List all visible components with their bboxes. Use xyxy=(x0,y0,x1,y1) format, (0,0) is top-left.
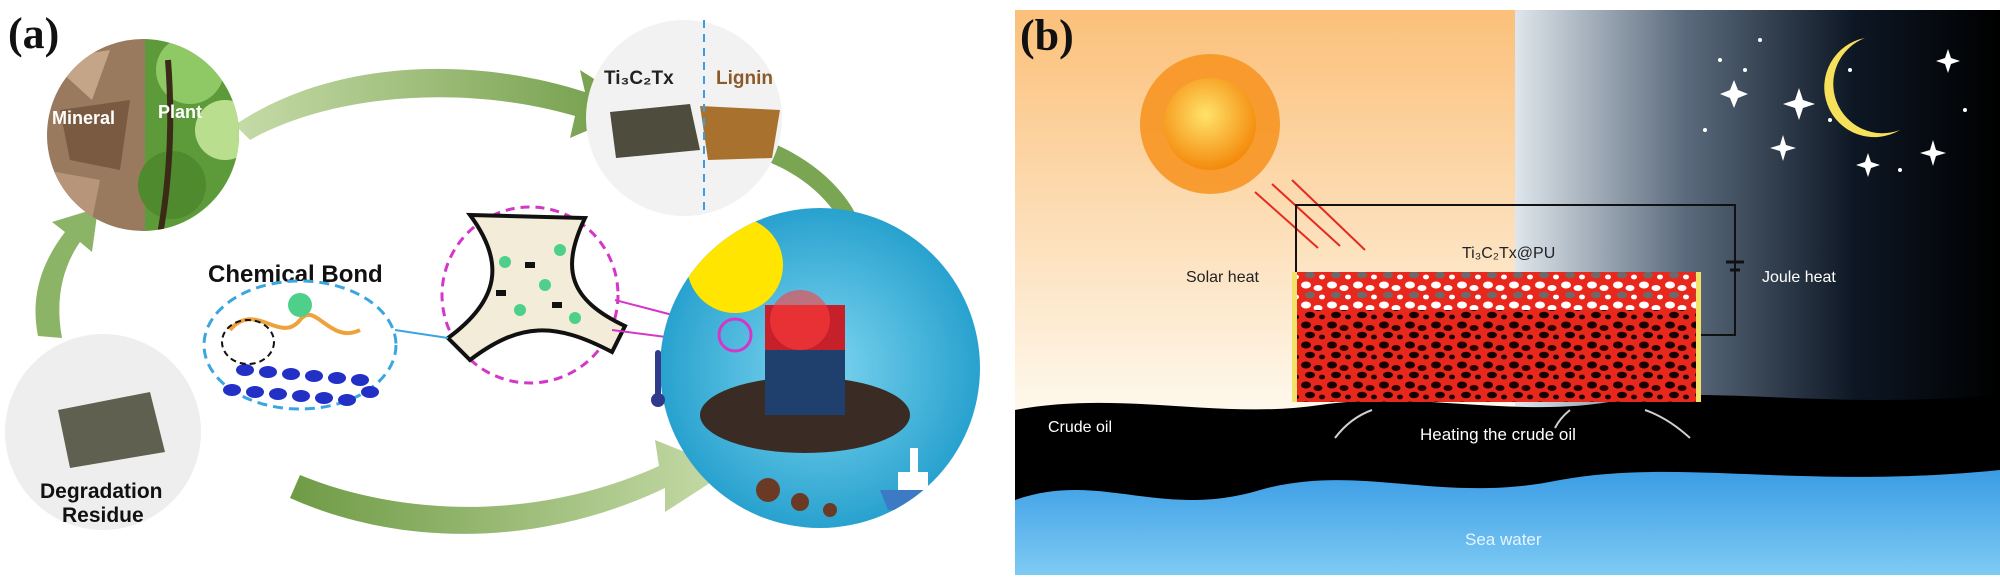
stars xyxy=(1703,38,1967,177)
panel-b-label: (b) xyxy=(1020,11,1074,60)
composite-label: Ti₃C₂Tx@PU xyxy=(1462,245,1555,262)
crude-oil-label: Crude oil xyxy=(1048,419,1112,436)
panel-b: (b) xyxy=(1015,10,2000,575)
ti3c2tx-label: Ti₃C₂Tx xyxy=(604,68,674,89)
solar-rays xyxy=(1254,179,1366,251)
ocean-cleanup-circle xyxy=(651,208,980,528)
network-zoom xyxy=(440,205,628,385)
mxene-lattice xyxy=(223,364,379,406)
lignin-label: Lignin xyxy=(716,68,773,89)
degradation-circle: Degradation Residue xyxy=(5,334,201,530)
circuit-wire xyxy=(1295,204,1736,336)
panel-a: (a) Mineral Plant xyxy=(5,9,980,534)
arrow-bottom xyxy=(290,440,730,534)
arrow-top xyxy=(235,68,640,140)
mineral-plant-circle: Mineral Plant xyxy=(47,39,239,231)
arrow-left xyxy=(35,208,98,338)
mineral-label: Mineral xyxy=(52,108,115,128)
plant-label: Plant xyxy=(158,102,202,122)
heating-arrows xyxy=(1334,409,1691,439)
precursor-circle: Ti₃C₂Tx Lignin xyxy=(586,20,782,216)
residue-label: Residue xyxy=(62,504,144,527)
solar-heat-label: Solar heat xyxy=(1186,269,1259,286)
panel-a-label: (a) xyxy=(8,9,59,58)
heating-label: Heating the crude oil xyxy=(1420,425,1576,444)
sun-icon xyxy=(1140,54,1280,194)
sea-water xyxy=(1015,470,2000,575)
chemical-bond-zoom: Chemical Bond xyxy=(202,261,398,411)
sea-water-label: Sea water xyxy=(1465,530,1542,549)
sponge-block xyxy=(1292,272,1701,402)
degradation-label: Degradation xyxy=(40,480,163,503)
joule-heat-label: Joule heat xyxy=(1762,269,1836,286)
